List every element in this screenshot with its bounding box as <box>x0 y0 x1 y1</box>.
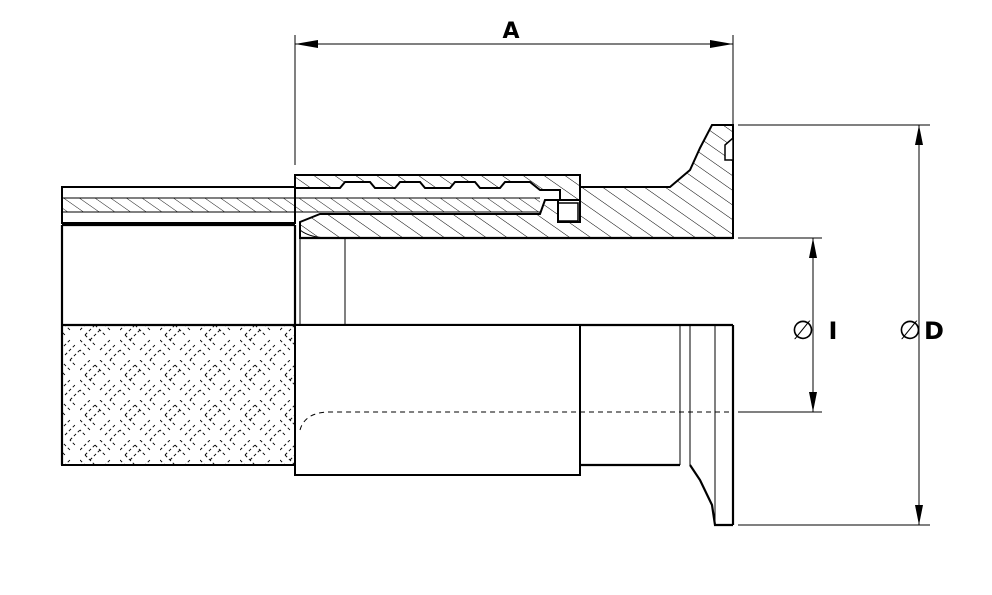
dimension-d: ∅ D <box>738 124 944 526</box>
inner-diameter-symbol: ∅ <box>792 316 815 346</box>
inner-diameter-label: I <box>829 317 838 345</box>
dimension-i: ∅ I <box>738 237 838 413</box>
dimension-a: A <box>294 19 734 165</box>
fitting-exterior-lower <box>294 324 735 527</box>
outer-diameter-symbol: ∅ <box>899 316 922 346</box>
braided-hose <box>61 324 296 466</box>
outer-diameter-label: D <box>924 317 944 345</box>
hose-section-upper <box>61 186 540 224</box>
ferrule-section <box>294 174 581 222</box>
fitting-stem-section <box>299 124 734 239</box>
dimension-a-label: A <box>502 19 519 44</box>
